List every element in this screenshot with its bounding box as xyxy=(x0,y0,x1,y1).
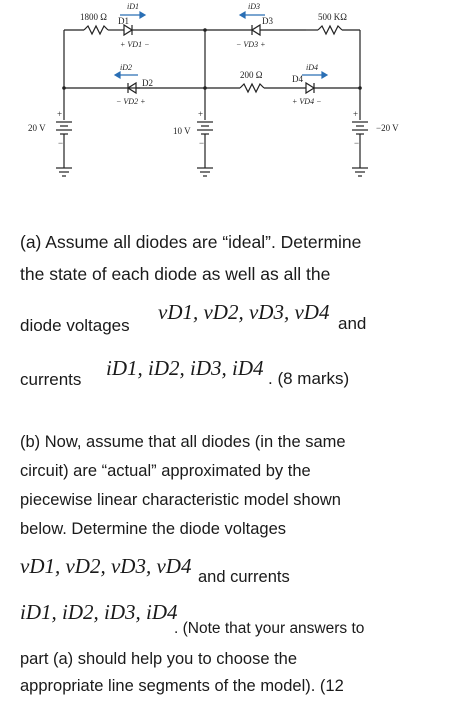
v1-minus: − xyxy=(58,138,63,148)
part-a-line-3-text: diode voltages xyxy=(20,316,130,335)
v1-plus: + xyxy=(57,109,62,119)
d3-label: D3 xyxy=(262,16,273,26)
part-b-diode-voltages: vD1, vD2, vD3, vD4 xyxy=(20,554,192,578)
part-a-line-2: the state of each diode as well as all t… xyxy=(20,264,331,284)
part-b-diode-currents: iD1, iD2, iD3, iD4 xyxy=(20,600,178,624)
part-b-line-3: piecewise linear characteristic model sh… xyxy=(20,491,341,509)
part-b-line-2: circuit) are “actual” approximated by th… xyxy=(20,462,311,480)
v2-label: 10 V xyxy=(173,126,191,136)
v3-plus: + xyxy=(353,109,358,119)
part-b-line-4: below. Determine the diode voltages xyxy=(20,520,286,538)
part-b-line-8: appropriate line segments of the model).… xyxy=(20,677,344,695)
id3-label: iD3 xyxy=(248,2,260,11)
circuit-diagram: 1800 Ω 200 Ω 500 KΩ D1 D2 D3 D4 iD1 iD2 … xyxy=(28,2,399,177)
r2-label: 200 Ω xyxy=(240,70,263,80)
v2-plus: + xyxy=(198,109,203,119)
part-b-note: . (Note that your answers to xyxy=(174,620,365,637)
v3-minus: − xyxy=(354,138,359,148)
part-a-line-3-end: and xyxy=(338,314,367,333)
d1-label: D1 xyxy=(118,16,129,26)
part-a-marks: . (8 marks) xyxy=(268,369,350,388)
vd2-label: − VD2 + xyxy=(116,97,145,106)
v3-label: −20 V xyxy=(376,123,399,133)
id2-label: iD2 xyxy=(120,63,132,72)
part-b-line-1: (b) Now, assume that all diodes (in the … xyxy=(20,433,346,451)
part-a-diode-voltages: vD1, vD2, vD3, vD4 xyxy=(158,300,330,324)
part-a-line-4-text: currents xyxy=(20,370,82,389)
id4-label: iD4 xyxy=(306,63,318,72)
part-a-diode-currents: iD1, iD2, iD3, iD4 xyxy=(106,356,264,380)
part-a-line-1: (a) Assume all diodes are “ideal”. Deter… xyxy=(20,232,362,252)
vd1-label: + VD1 − xyxy=(120,40,149,49)
r1-label: 1800 Ω xyxy=(80,12,107,22)
id1-label: iD1 xyxy=(127,2,139,11)
vd3-label: − VD3 + xyxy=(236,40,265,49)
vd4-label: + VD4 − xyxy=(292,97,321,106)
v2-minus: − xyxy=(199,138,204,148)
part-b-and-currents: and currents xyxy=(198,568,290,586)
d2-label: D2 xyxy=(142,78,153,88)
part-b-line-7: part (a) should help you to choose the xyxy=(20,650,298,668)
r3-label: 500 KΩ xyxy=(318,12,347,22)
v1-label: 20 V xyxy=(28,123,46,133)
d4-label: D4 xyxy=(292,74,303,84)
